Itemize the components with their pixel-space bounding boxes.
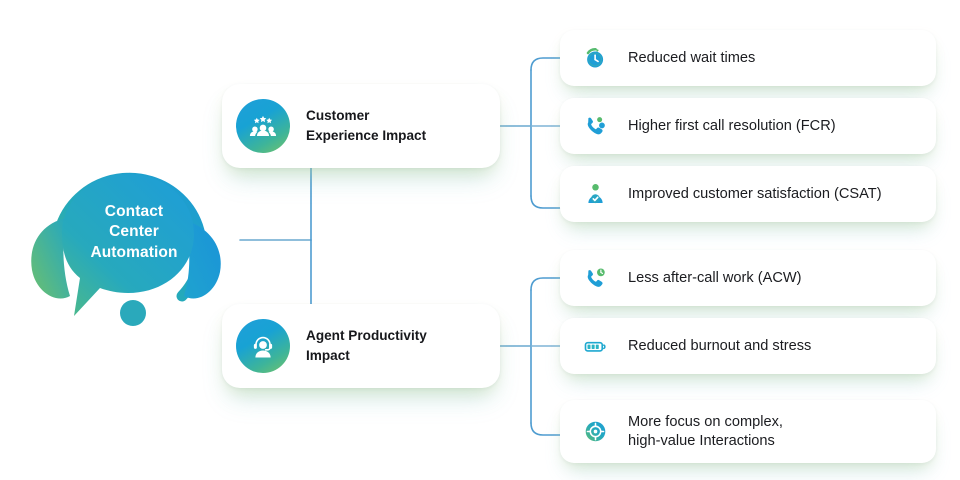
leaf-card-reduced-burnout-and-stress[interactable]: Reduced burnout and stress [560, 318, 936, 374]
person-check-badge-icon [582, 181, 608, 207]
leaf-label-more-focus-on-complex-interactions: More focus on complex, high-value Intera… [628, 413, 783, 451]
leaf-label-line1: More focus on complex, [628, 413, 783, 430]
category-title-line1: Agent Productivity [306, 328, 427, 344]
agent-headset-icon [236, 319, 290, 373]
category-title-agent-productivity-impact: Agent Productivity Impact [306, 326, 427, 365]
category-card-customer-experience-impact[interactable]: Customer Experience Impact [222, 84, 500, 168]
battery-icon [582, 333, 608, 359]
connector-bottom-leaf-1 [530, 277, 561, 291]
leaf-card-less-after-call-work[interactable]: Less after-call work (ACW) [560, 250, 936, 306]
leaf-label-line1: Improved customer satisfaction (CSAT) [628, 185, 882, 202]
leaf-label-higher-first-call-resolution: Higher first call resolution (FCR) [628, 117, 836, 136]
phone-call-icon [582, 113, 608, 139]
connector-bottom-leaf-3 [530, 422, 561, 436]
hub-node: Contact Center Automation [22, 150, 238, 335]
leaf-label-line1: Reduced burnout and stress [628, 337, 812, 354]
headset-speech-bubble-icon [31, 172, 221, 326]
leaf-label-line1: Reduced wait times [628, 49, 756, 66]
leaf-card-reduced-wait-times[interactable]: Reduced wait times [560, 30, 936, 86]
leaf-label-reduced-burnout-and-stress: Reduced burnout and stress [628, 337, 811, 356]
category-title-customer-experience-impact: Customer Experience Impact [306, 106, 426, 145]
target-focus-icon [582, 419, 608, 445]
leaf-label-line1: Less after-call work (ACW) [628, 269, 802, 286]
category-card-agent-productivity-impact[interactable]: Agent Productivity Impact [222, 304, 500, 388]
leaf-label-improved-customer-satisfaction: Improved customer satisfaction (CSAT) [628, 185, 882, 204]
leaf-label-reduced-wait-times: Reduced wait times [628, 49, 755, 68]
phone-clock-icon [582, 265, 608, 291]
leaf-label-line2: high-value Interactions [628, 432, 775, 449]
leaf-label-less-after-call-work: Less after-call work (ACW) [628, 269, 802, 288]
category-title-line2: Experience Impact [306, 128, 427, 143]
leaf-label-line1: Higher first call resolution (FCR) [628, 117, 836, 134]
group-of-people-with-stars-icon [236, 99, 290, 153]
leaf-card-higher-first-call-resolution[interactable]: Higher first call resolution (FCR) [560, 98, 936, 154]
category-title-line2: Impact [306, 348, 350, 363]
clock-icon [582, 45, 608, 71]
connector-top-leaf-1 [530, 57, 561, 71]
connector-top-leaf-3 [530, 195, 561, 209]
leaf-card-more-focus-on-complex-interactions[interactable]: More focus on complex, high-value Intera… [560, 400, 936, 463]
category-title-line1: Customer [306, 108, 370, 124]
leaf-card-improved-customer-satisfaction[interactable]: Improved customer satisfaction (CSAT) [560, 166, 936, 222]
